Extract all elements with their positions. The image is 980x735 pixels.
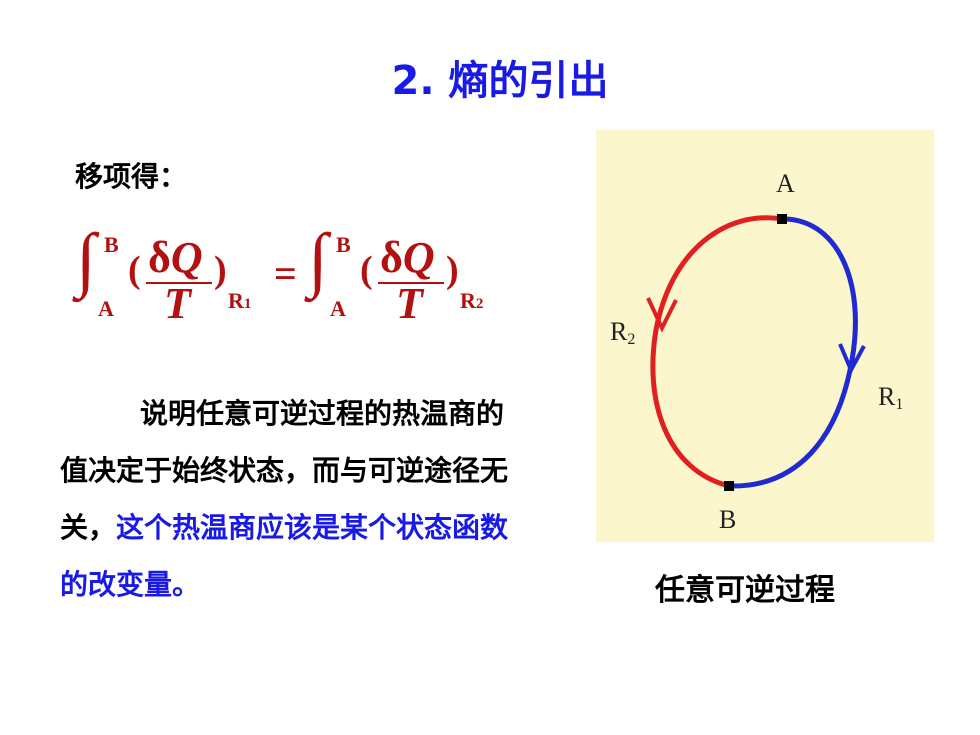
path-r1	[728, 216, 858, 489]
left-paren-right: (	[360, 249, 373, 291]
numerator-left: δQ	[148, 233, 203, 282]
upper-limit-left: B	[104, 232, 119, 257]
arrow-r2-icon	[646, 297, 678, 333]
right-paren-left: )	[214, 249, 227, 291]
equals-sign: =	[274, 251, 297, 296]
entropy-formula: ∫ B A ( δQ T ) R1 = ∫ B A ( δQ T ) R2	[76, 219, 516, 338]
point-a	[777, 214, 787, 224]
fraction-bar-right	[378, 282, 444, 284]
subtitle: 移项得：	[75, 160, 188, 193]
subscript-r2: R2	[460, 288, 484, 313]
numerator-right: δQ	[380, 233, 435, 282]
integral-sign-left: ∫	[76, 219, 96, 299]
lower-limit-right: A	[330, 296, 346, 321]
left-paren-left: (	[128, 249, 141, 291]
lower-limit-left: A	[98, 296, 114, 321]
upper-limit-right: B	[336, 232, 351, 257]
label-r1: R1	[878, 382, 903, 413]
diagram-caption: 任意可逆过程	[655, 573, 835, 608]
right-paren-right: )	[446, 249, 459, 291]
denominator-right: T	[396, 279, 423, 328]
explanation-paragraph: 说明任意可逆过程的热温商的值决定于始终状态，而与可逆途径无关，这个热温商应该是某…	[60, 385, 530, 613]
label-r2: R2	[610, 317, 635, 348]
label-b: B	[719, 505, 736, 534]
arrow-r1-icon	[838, 343, 866, 375]
path-r2	[650, 215, 783, 489]
subscript-r1: R1	[228, 288, 252, 313]
point-b	[724, 481, 734, 491]
paragraph-black-text: 说明任意可逆过程的热温商的值决定于始终状态，而与可逆途径无关，	[60, 397, 509, 544]
label-a: A	[776, 169, 795, 198]
fraction-bar-left	[146, 282, 212, 284]
cycle-diagram: A B R1 R2	[596, 130, 934, 542]
denominator-left: T	[164, 279, 191, 328]
page-title: 2. 熵的引出	[391, 58, 609, 104]
paragraph-blue-text: 这个热温商应该是某个状态函数的改变量。	[60, 511, 509, 601]
integral-sign-right: ∫	[308, 219, 328, 299]
